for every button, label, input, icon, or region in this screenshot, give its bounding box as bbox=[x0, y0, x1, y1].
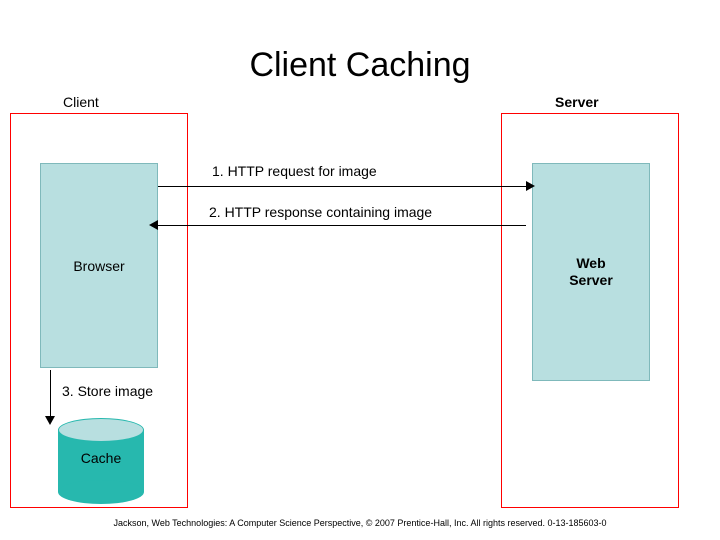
store-arrow-label: 3. Store image bbox=[62, 383, 154, 399]
web-server-label-line2: Server bbox=[569, 272, 613, 288]
cache-cylinder-bottom bbox=[58, 480, 144, 504]
cache-label: Cache bbox=[80, 450, 122, 466]
web-server-label: Web Server bbox=[532, 255, 650, 289]
web-server-label-line1: Web bbox=[576, 255, 606, 271]
server-boundary-box bbox=[501, 113, 679, 508]
cache-cylinder: Cache bbox=[58, 418, 144, 504]
store-arrow-head-icon bbox=[45, 416, 55, 425]
browser-box bbox=[40, 163, 158, 368]
web-server-box bbox=[532, 163, 650, 381]
response-arrow-label: 2. HTTP response containing image bbox=[209, 204, 433, 220]
response-arrow-head-icon bbox=[149, 220, 158, 230]
cache-cylinder-top bbox=[58, 418, 144, 442]
client-label: Client bbox=[63, 94, 99, 110]
response-arrow-line bbox=[158, 225, 526, 226]
footer-credit: Jackson, Web Technologies: A Computer Sc… bbox=[113, 518, 607, 528]
page-title: Client Caching bbox=[249, 46, 471, 84]
browser-label: Browser bbox=[73, 258, 125, 274]
request-arrow-label: 1. HTTP request for image bbox=[212, 163, 377, 179]
client-boundary-box bbox=[10, 113, 188, 508]
request-arrow-line bbox=[158, 186, 526, 187]
store-arrow-line bbox=[50, 370, 51, 418]
server-label: Server bbox=[555, 94, 599, 110]
request-arrow-head-icon bbox=[526, 181, 535, 191]
